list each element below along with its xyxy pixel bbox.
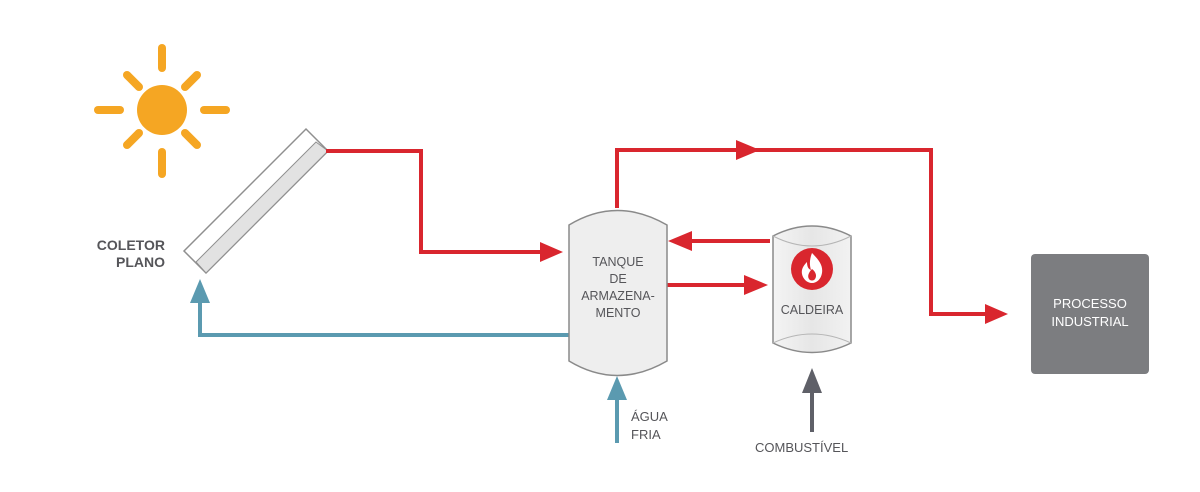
- collector-label-line1: COLETOR: [96, 237, 165, 253]
- process-label: PROCESSO INDUSTRIAL: [1031, 295, 1149, 330]
- boiler-label: CALDEIRA: [780, 303, 844, 317]
- industrial-process-box: [1031, 254, 1149, 374]
- tank-label-line3: ARMAZENA-: [581, 289, 655, 303]
- flat-collector: [182, 127, 330, 275]
- cold-water-label: ÁGUA FRIA: [631, 408, 668, 443]
- collector-label: COLETOR PLANO: [70, 237, 165, 271]
- hot-pipe-tank-to-boiler: [667, 275, 768, 295]
- tank-label-line4: MENTO: [595, 306, 641, 320]
- hot-pipe-collector-to-tank: [326, 149, 563, 262]
- fuel-label: COMBUSTÍVEL: [755, 440, 849, 455]
- tank-label-line2: DE: [609, 272, 627, 286]
- fuel-inlet-pipe: [802, 368, 822, 432]
- cold-pipe-tank-to-collector: [190, 279, 569, 337]
- hot-pipe-tank-to-process: [615, 140, 1008, 324]
- collector-label-line2: PLANO: [116, 253, 165, 270]
- tank-label-line1: TANQUE: [592, 255, 644, 269]
- storage-tank: [568, 209, 668, 377]
- cold-water-label-line1: ÁGUA: [631, 409, 668, 424]
- cold-water-label-line2: FRIA: [631, 426, 661, 442]
- sun-icon: [94, 44, 230, 178]
- flame-icon: [791, 248, 833, 290]
- tank-label: TANQUE DE ARMAZENA- MENTO: [569, 254, 667, 322]
- process-label-line2: INDUSTRIAL: [1051, 313, 1129, 329]
- cold-water-inlet-pipe: [607, 376, 627, 443]
- hot-pipe-boiler-to-tank: [668, 231, 770, 251]
- process-label-line1: PROCESSO: [1053, 296, 1127, 311]
